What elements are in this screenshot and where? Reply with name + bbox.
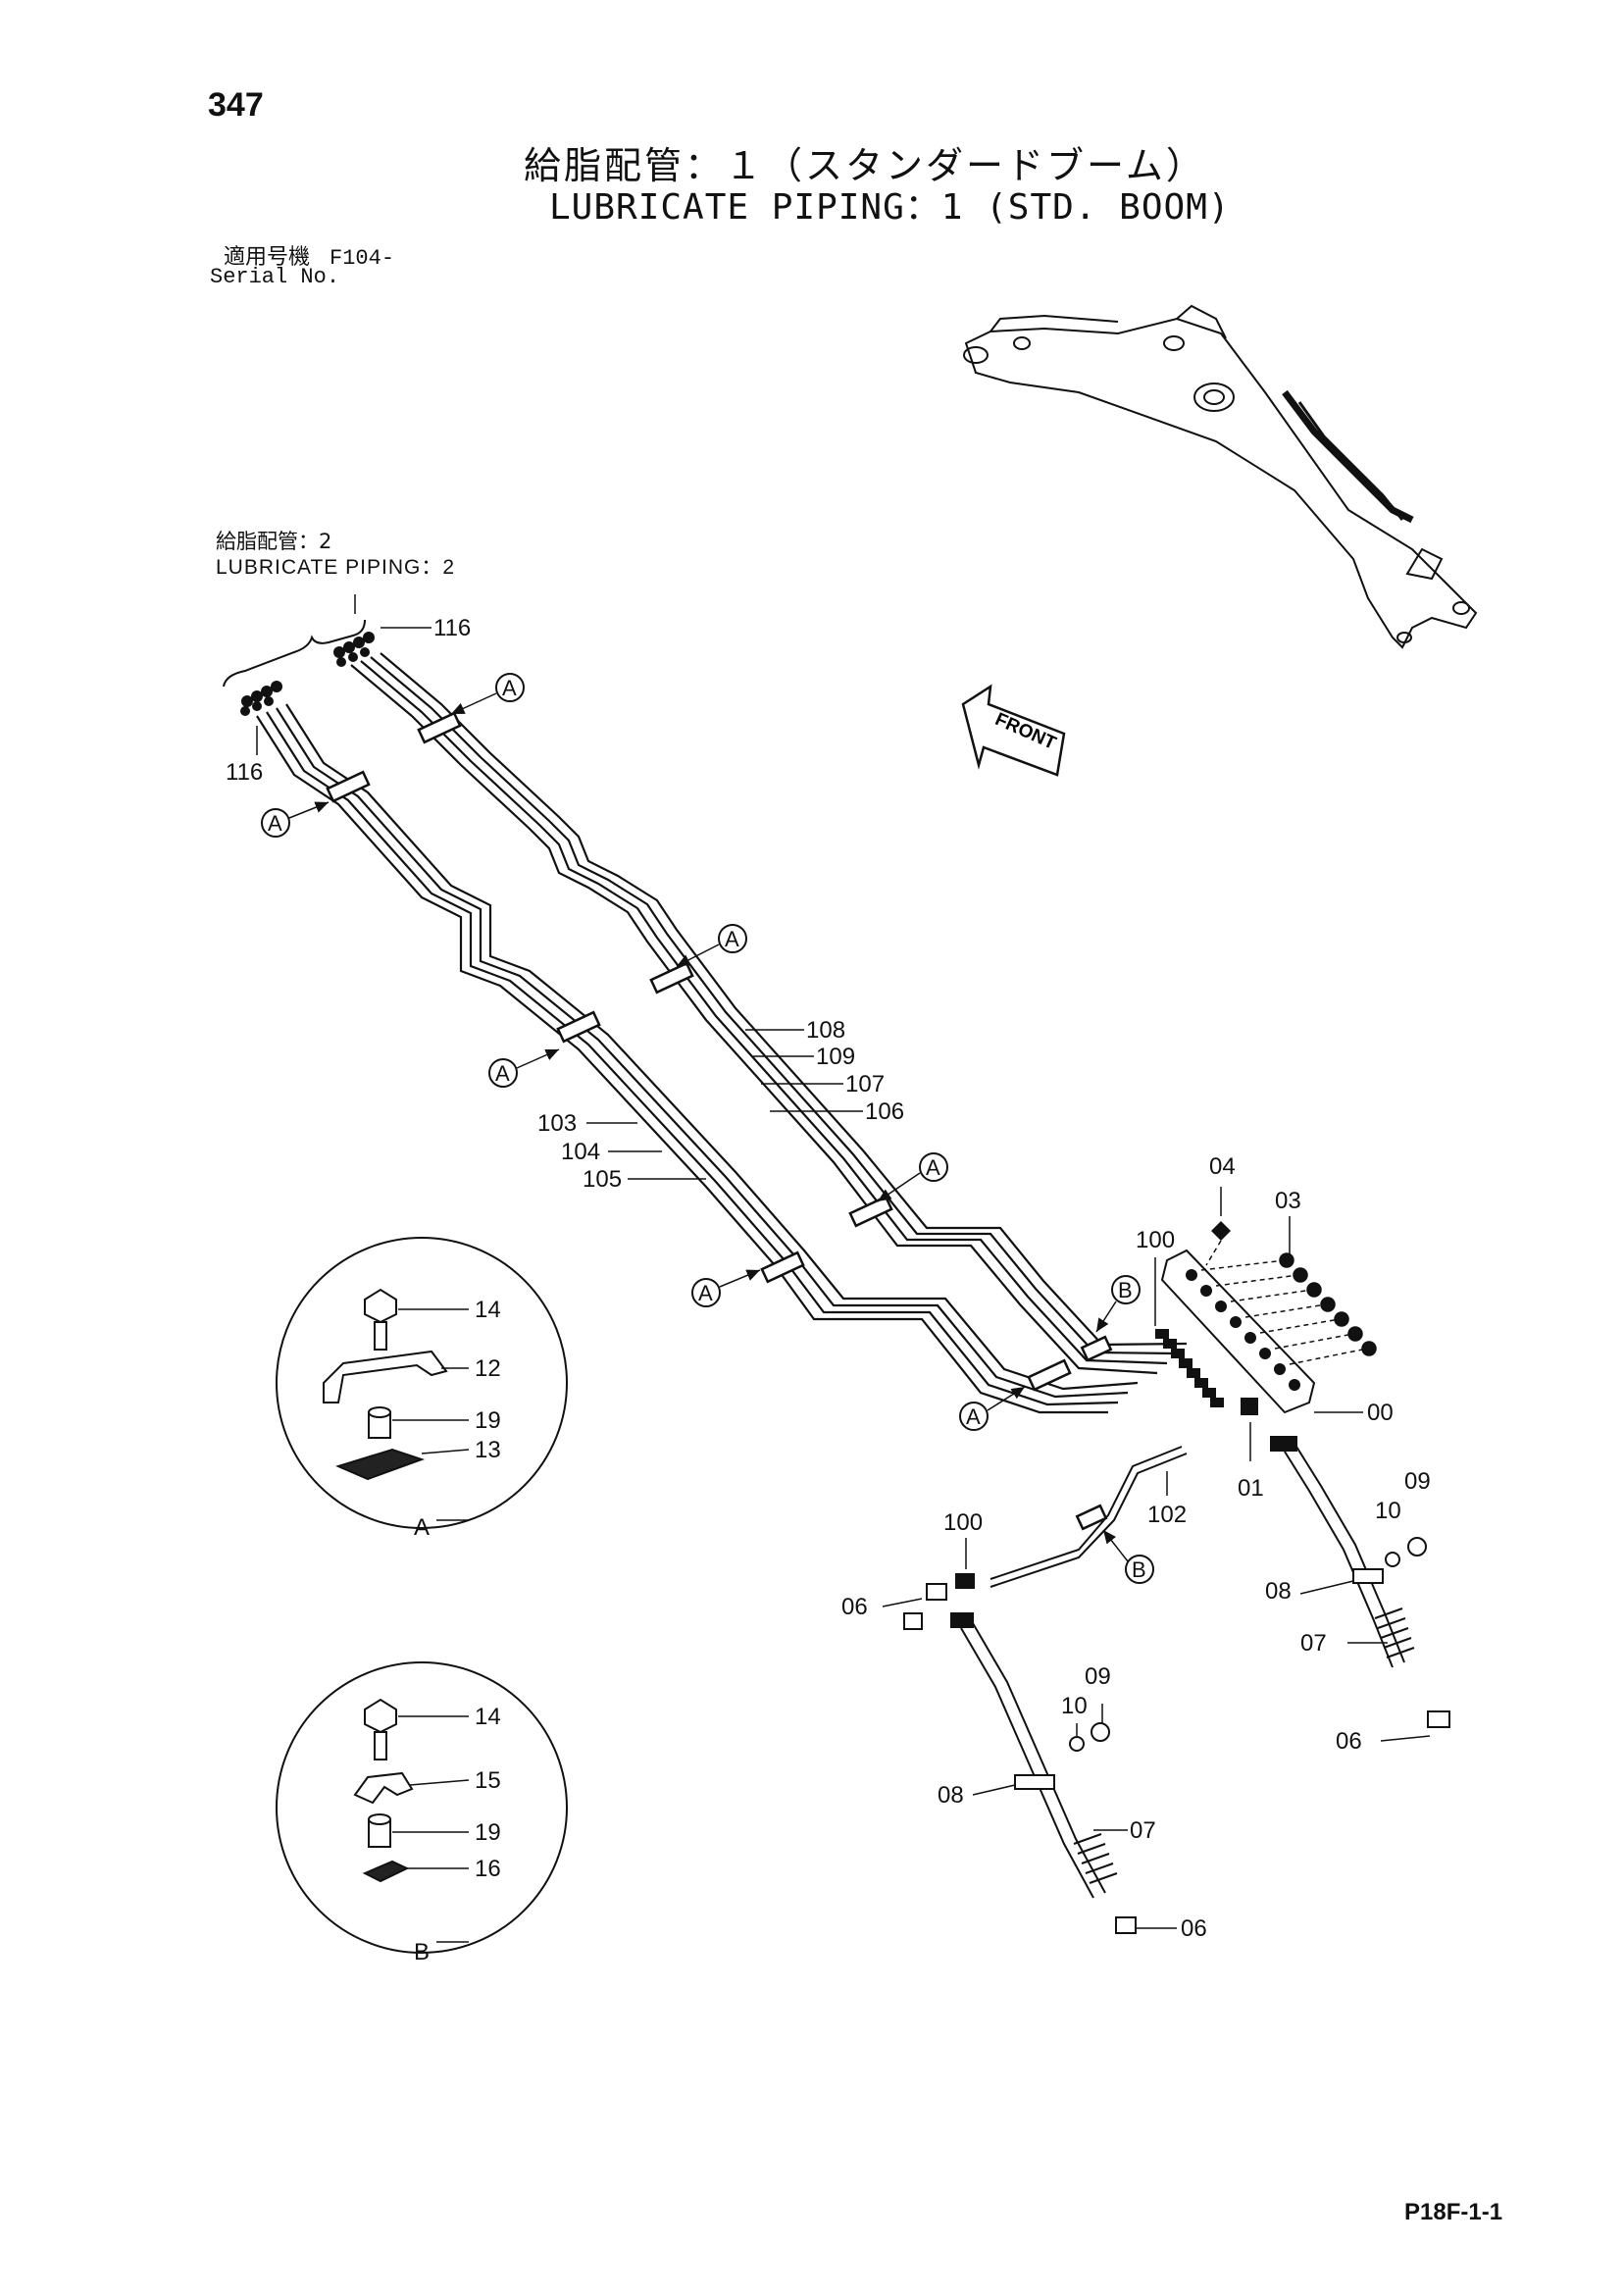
marker-circles [261, 673, 1154, 1584]
callout-06-lower: 06 [1181, 1915, 1207, 1942]
callout-105: 105 [583, 1166, 622, 1193]
callout-109: 109 [816, 1044, 855, 1070]
detail-a-parts [323, 1288, 448, 1481]
callout-10-right: 10 [1375, 1498, 1401, 1524]
page-number: 347 [208, 86, 264, 124]
detail-b-parts [353, 1698, 414, 1883]
marker-a-4: A [495, 1061, 510, 1086]
detail-a: 14 12 19 13 A [276, 1237, 568, 1541]
pipe-end-nuts [240, 632, 375, 716]
serial-label-jp-text: 適用号機 [224, 245, 311, 270]
callout-06-right: 06 [1336, 1728, 1362, 1755]
reference-brace [223, 619, 366, 688]
marker-arrows [288, 692, 1129, 1562]
callout-102: 102 [1147, 1502, 1187, 1528]
callout-03: 03 [1275, 1188, 1301, 1214]
pipe-clamps [326, 711, 1113, 1531]
reference-label-japanese: 給脂配管：2 [216, 530, 332, 553]
marker-a-5: A [926, 1155, 940, 1180]
marker-b-2: B [1132, 1557, 1146, 1582]
detail-b-label: B [414, 1939, 430, 1965]
callout-10-lower: 10 [1061, 1693, 1088, 1719]
callout-01: 01 [1238, 1475, 1264, 1502]
detail-a-item-14: 14 [475, 1297, 501, 1323]
marker-a-6: A [698, 1281, 713, 1305]
grease-distributor-block [1160, 1249, 1316, 1414]
grease-nipple-row [1200, 1252, 1377, 1365]
marker-a-7: A [966, 1404, 981, 1429]
detail-b-item-15: 15 [475, 1767, 501, 1794]
detail-b-item-16: 16 [475, 1856, 501, 1882]
callout-06-left: 06 [841, 1594, 868, 1620]
callout-04: 04 [1209, 1153, 1236, 1180]
callout-116-top: 116 [433, 615, 471, 641]
callout-107: 107 [845, 1071, 885, 1097]
pipe-bundle-left [256, 703, 1139, 1414]
serial-label-japanese: 適用号機 F104- [224, 239, 394, 271]
callout-116-left: 116 [226, 759, 263, 786]
marker-a-2: A [268, 811, 282, 836]
detail-a-item-12: 12 [475, 1355, 501, 1382]
callout-00: 00 [1367, 1400, 1394, 1426]
marker-letters: A A A A A A B A B [268, 676, 1146, 1582]
serial-number: F104- [330, 246, 395, 271]
marker-a-3: A [725, 927, 739, 951]
callout-100-top: 100 [1136, 1227, 1175, 1253]
bolt-04 [1205, 1221, 1231, 1266]
callout-108: 108 [806, 1017, 845, 1044]
callout-100-bottom: 100 [943, 1509, 983, 1536]
hose-lower [903, 1583, 1137, 1934]
front-direction-arrow: FRONT [961, 684, 1066, 777]
detail-b-item-19: 19 [475, 1819, 501, 1846]
pipe-102 [955, 1446, 1188, 1589]
boom-overview-illustration [963, 304, 1478, 649]
callout-106: 106 [865, 1098, 904, 1125]
callout-numbers: 116 116 108 109 107 106 103 104 105 04 0… [226, 615, 1431, 1942]
pipe-bundle-right [350, 652, 1188, 1375]
reference-label-english: LUBRICATE PIPING：2 [216, 556, 455, 579]
detail-b: 14 15 19 16 B [276, 1661, 568, 1965]
page-title-japanese: 給脂配管：１（スタンダードブーム） [524, 144, 1206, 187]
connector-row [1155, 1329, 1224, 1407]
callout-08-right: 08 [1265, 1578, 1292, 1605]
page-code: P18F-1-1 [1404, 2199, 1503, 2225]
detail-a-item-13: 13 [475, 1437, 501, 1463]
fitting-01 [1241, 1398, 1258, 1415]
detail-a-label: A [414, 1514, 430, 1541]
marker-b-1: B [1118, 1278, 1133, 1302]
hose-right [1270, 1436, 1450, 1728]
callout-09-lower: 09 [1085, 1663, 1111, 1690]
callout-07-lower: 07 [1130, 1817, 1156, 1844]
callout-07-right: 07 [1300, 1630, 1327, 1657]
detail-a-item-19: 19 [475, 1407, 501, 1434]
callout-leaders [256, 627, 1431, 1929]
callout-104: 104 [561, 1139, 600, 1165]
page-title-english: LUBRICATE PIPING：1 (STD. BOOM) [549, 187, 1231, 228]
callout-08-lower: 08 [938, 1782, 964, 1809]
callout-09-right: 09 [1404, 1468, 1431, 1495]
serial-label-english: Serial No. [210, 265, 340, 289]
detail-b-item-14: 14 [475, 1704, 501, 1730]
callout-103: 103 [537, 1110, 577, 1137]
marker-a-1: A [502, 676, 517, 700]
